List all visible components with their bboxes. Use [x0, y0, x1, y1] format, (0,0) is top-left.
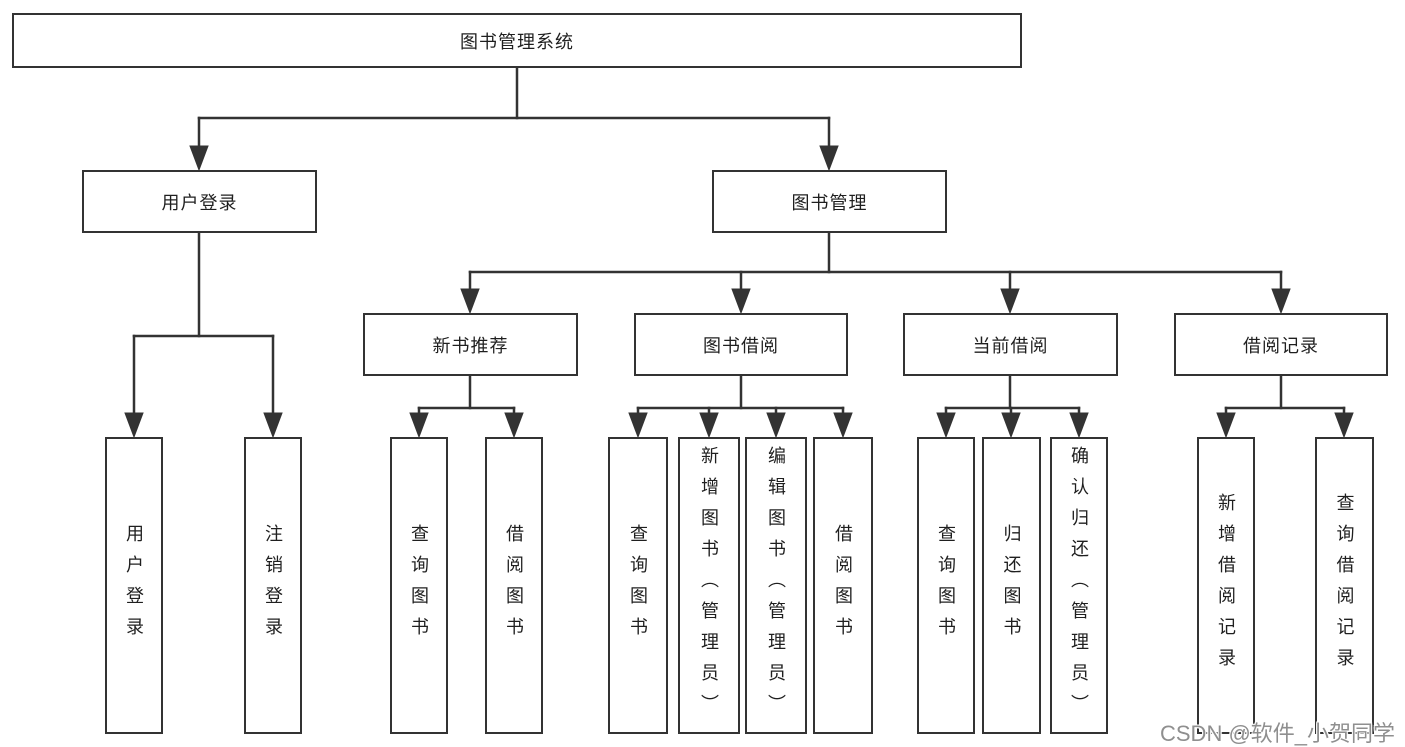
connector-records-to-leaves: [1216, 374, 1354, 439]
leaf-edit-books-admin: 编辑图书（管理员）: [745, 437, 807, 734]
node-book-borrow: 图书借阅: [634, 313, 848, 376]
leaf-borrow-books-2: 借阅图书: [813, 437, 873, 734]
node-book-borrow-label: 图书借阅: [703, 335, 779, 356]
node-library-system-label: 图书管理系统: [460, 31, 574, 52]
node-user-login-label: 用户登录: [161, 192, 238, 213]
node-user-login: 用户登录: [82, 170, 317, 233]
leaf-borrow-books-2-label: 借阅图书: [833, 523, 853, 648]
leaf-return-books: 归还图书: [982, 437, 1041, 734]
leaf-user-login-label: 用户登录: [124, 523, 144, 648]
leaf-query-books-2: 查询图书: [608, 437, 668, 734]
leaf-add-borrow-record-label: 新增借阅记录: [1216, 492, 1236, 679]
node-book-management: 图书管理: [712, 170, 947, 233]
connector-userlogin-to-leaves: [124, 231, 283, 439]
leaf-edit-books-admin-label: 编辑图书（管理员）: [766, 446, 786, 725]
node-current-borrow: 当前借阅: [903, 313, 1118, 376]
leaf-user-login: 用户登录: [105, 437, 163, 734]
connector-current-to-leaves: [936, 374, 1089, 439]
leaf-confirm-return-admin-label: 确认归还（管理员）: [1069, 446, 1089, 725]
leaf-borrow-books-1-label: 借阅图书: [504, 523, 524, 648]
node-library-system: 图书管理系统: [12, 13, 1022, 68]
connector-newbooks-to-leaves: [409, 374, 524, 439]
leaf-add-borrow-record: 新增借阅记录: [1197, 437, 1255, 734]
node-book-management-label: 图书管理: [791, 192, 868, 213]
leaf-confirm-return-admin: 确认归还（管理员）: [1050, 437, 1108, 734]
node-new-book-recommend-label: 新书推荐: [432, 335, 509, 356]
leaf-query-books-2-label: 查询图书: [628, 523, 648, 648]
leaf-query-books-1-label: 查询图书: [409, 523, 429, 648]
leaf-query-borrow-record: 查询借阅记录: [1315, 437, 1374, 734]
csdn-watermark: CSDN @软件_小贺同学: [1160, 721, 1396, 746]
connector-borrow-to-leaves: [628, 374, 853, 439]
leaf-borrow-books-1: 借阅图书: [485, 437, 543, 734]
leaf-query-books-3-label: 查询图书: [936, 523, 956, 648]
leaf-logout: 注销登录: [244, 437, 302, 734]
leaf-query-borrow-record-label: 查询借阅记录: [1334, 492, 1355, 679]
leaf-query-books-3: 查询图书: [917, 437, 975, 734]
leaf-add-books-admin-label: 新增图书（管理员）: [699, 446, 719, 725]
leaf-add-books-admin: 新增图书（管理员）: [678, 437, 740, 734]
leaf-return-books-label: 归还图书: [1001, 523, 1022, 648]
node-current-borrow-label: 当前借阅: [972, 335, 1049, 356]
node-new-book-recommend: 新书推荐: [363, 313, 578, 376]
leaf-logout-label: 注销登录: [263, 523, 283, 648]
node-borrow-records-label: 借阅记录: [1243, 335, 1319, 356]
connector-bookmgmt-to-level3: [460, 231, 1291, 315]
node-borrow-records: 借阅记录: [1174, 313, 1388, 376]
connector-root-to-level2: [189, 64, 839, 172]
leaf-query-books-1: 查询图书: [390, 437, 448, 734]
